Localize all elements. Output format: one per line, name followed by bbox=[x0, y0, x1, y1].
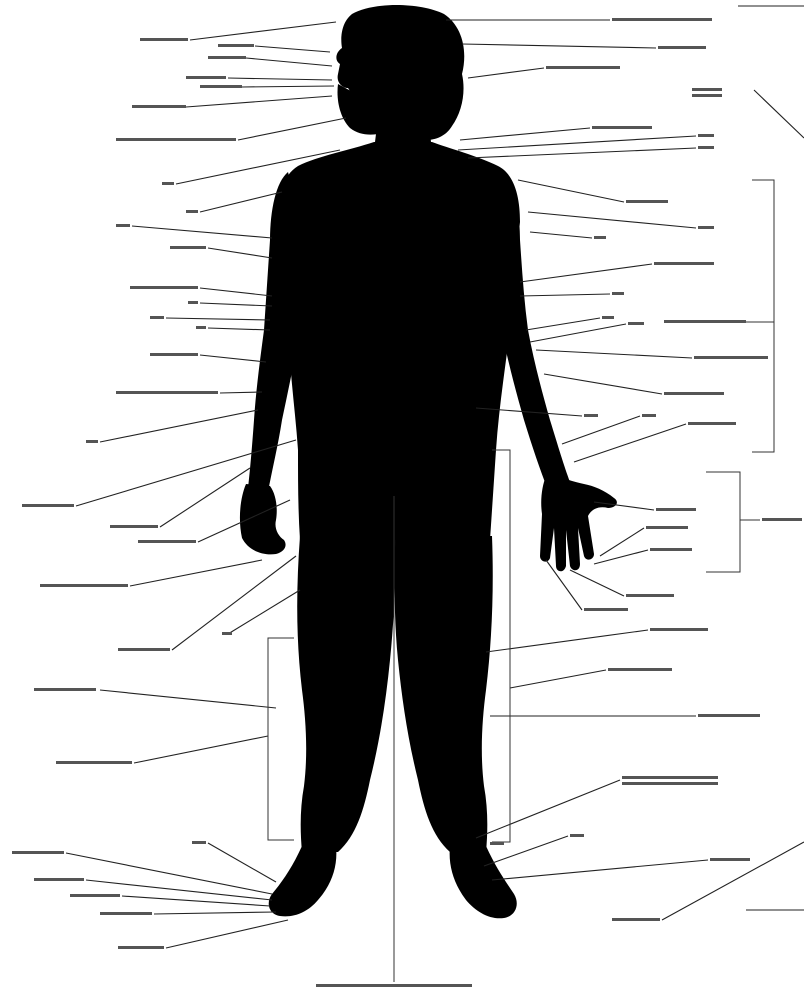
trunk bbox=[282, 236, 518, 540]
human-silhouette bbox=[240, 5, 617, 918]
left-foot bbox=[269, 846, 337, 916]
right-hand bbox=[540, 474, 617, 571]
left-leg bbox=[297, 536, 396, 852]
hand-bracket bbox=[706, 472, 760, 572]
right-arm bbox=[494, 172, 570, 490]
right-leg bbox=[395, 536, 493, 852]
arm-bracket bbox=[664, 180, 774, 452]
leg-bracket-right bbox=[492, 450, 510, 842]
leg-bracket-left bbox=[268, 638, 294, 840]
right-foot bbox=[450, 846, 517, 918]
torso bbox=[278, 142, 520, 240]
